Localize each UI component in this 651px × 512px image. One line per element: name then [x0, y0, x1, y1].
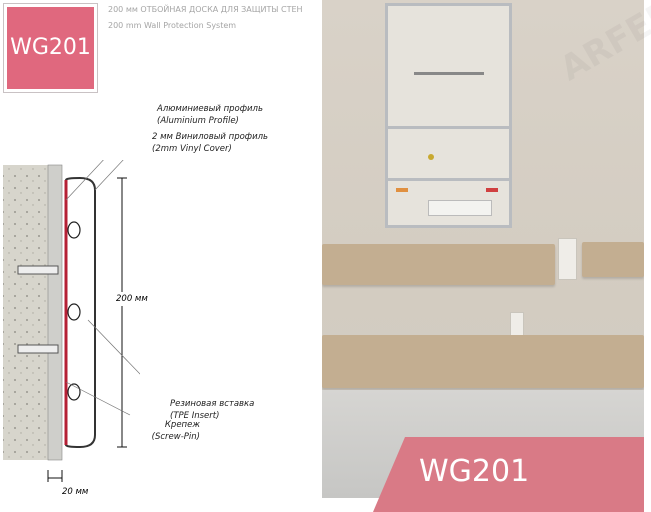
label-tpe-insert: Резиновая вставка(TPE Insert) — [170, 399, 255, 421]
installation-photo — [322, 0, 644, 498]
height-dimension: 200 мм — [116, 292, 148, 306]
vinyl-cover — [65, 176, 96, 449]
title-ru: 200 мм ОТБОЙНАЯ ДОСКА ДЛЯ ЗАЩИТЫ СТЕН — [108, 5, 303, 14]
cross-section-drawing — [3, 160, 140, 482]
label-aluminium-profile: Алюминиевый профиль(Aluminium Profile) — [157, 104, 263, 126]
banner-text: WG201 — [419, 454, 530, 489]
product-code-logo: WG201 — [3, 3, 98, 93]
title-en: 200 mm Wall Protection System — [108, 21, 237, 30]
product-banner: WG201 — [373, 437, 644, 512]
logo-text: WG201 — [10, 35, 91, 60]
medical-wall-panel — [385, 3, 512, 228]
depth-dimension: 20 мм — [62, 487, 89, 497]
label-vinyl-cover: 2 мм Виниловый профиль(2mm Vinyl Cover) — [152, 132, 269, 154]
plaster-layer — [47, 164, 63, 461]
concrete-wall — [3, 165, 48, 460]
label-screw-pin: Крепеж(Screw-Pin) — [151, 420, 200, 442]
